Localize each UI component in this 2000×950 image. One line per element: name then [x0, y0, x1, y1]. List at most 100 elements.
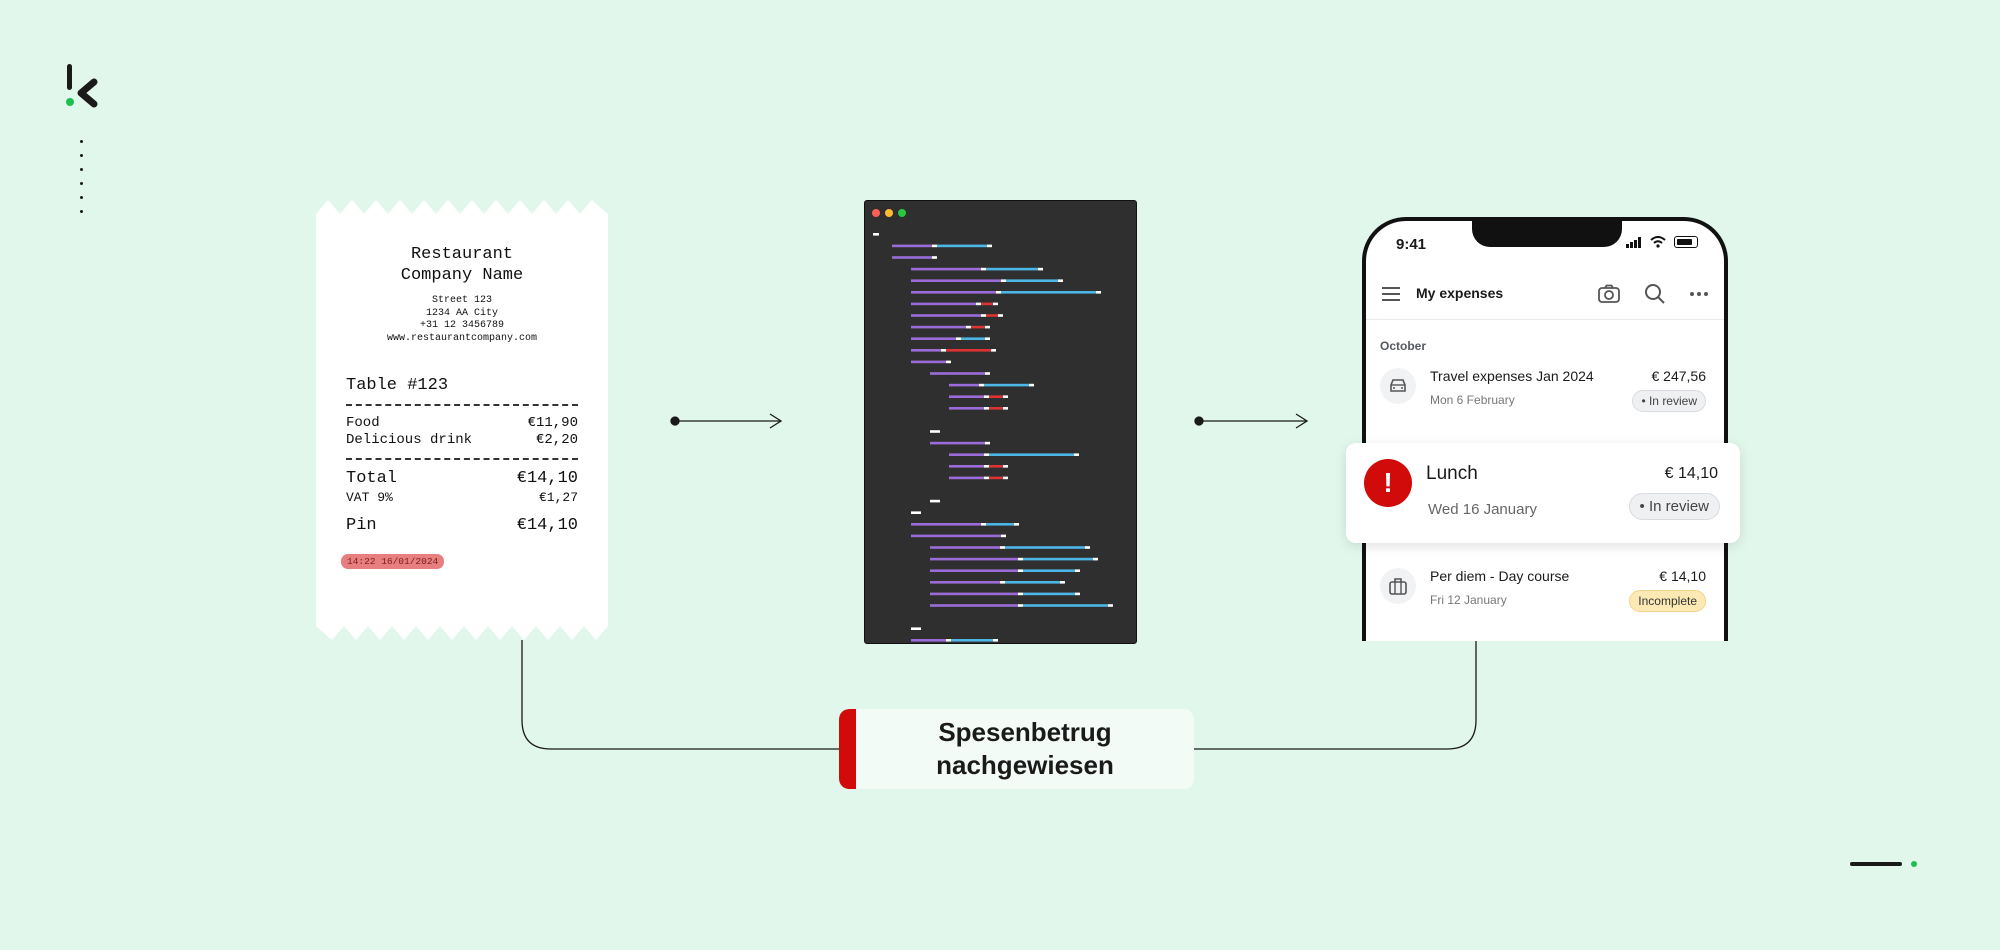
code-token	[993, 639, 998, 642]
code-lines	[873, 233, 1113, 642]
code-token	[1075, 569, 1080, 572]
code-line	[892, 256, 932, 259]
code-token	[1003, 407, 1008, 410]
code-line	[949, 453, 984, 456]
status-time: 9:41	[1396, 236, 1427, 253]
code-token	[932, 256, 937, 259]
code-token	[946, 639, 951, 642]
app-bar: My expenses	[1366, 269, 1724, 320]
code-token	[1018, 592, 1023, 596]
code-line	[911, 639, 946, 642]
code-token	[981, 267, 986, 271]
code-line	[930, 499, 940, 503]
code-token	[984, 476, 989, 480]
code-token	[1018, 569, 1023, 572]
code-line	[911, 360, 946, 364]
code-line	[949, 476, 984, 480]
code-token	[1018, 604, 1023, 607]
close-dot-icon	[872, 209, 880, 217]
code-line	[930, 546, 1000, 549]
car-icon	[1380, 368, 1416, 404]
arrow-code-to-app	[1194, 413, 1309, 429]
expense-date: Fri 12 January	[1430, 593, 1507, 607]
receipt-address: Street 123 1234 AA City +31 12 3456789 w…	[386, 295, 538, 344]
code-token	[1093, 557, 1098, 561]
expense-item-lunch-highlight[interactable]: ! Lunch Wed 16 January € 14,10 • In revi…	[1346, 443, 1740, 543]
code-line	[930, 569, 1018, 572]
code-token	[1096, 291, 1101, 294]
code-line	[911, 291, 996, 294]
camera-icon[interactable]	[1596, 281, 1622, 307]
receipt-table-number: Table #123	[346, 376, 449, 395]
code-token	[985, 337, 990, 340]
code-token	[1075, 592, 1080, 596]
code-token	[986, 523, 1014, 526]
receipt: Restaurant Company Name Street 123 1234 …	[316, 200, 608, 640]
code-line	[911, 279, 1001, 282]
code-line	[930, 441, 985, 445]
vertical-dots-decoration	[80, 140, 84, 224]
code-line	[911, 302, 976, 306]
code-token	[932, 244, 937, 248]
code-line	[949, 465, 984, 468]
code-window	[864, 200, 1137, 644]
code-token	[981, 523, 986, 526]
receipt-line-item: Delicious drink€2,20	[346, 432, 578, 448]
code-line	[949, 395, 984, 398]
code-token	[1058, 279, 1063, 282]
result-label: Spesenbetrug nachgewiesen	[839, 709, 1194, 789]
status-badge: Incomplete	[1629, 590, 1706, 612]
code-token	[984, 453, 989, 456]
status-badge: • In review	[1632, 390, 1706, 412]
code-line	[911, 511, 921, 514]
hamburger-menu-icon[interactable]	[1382, 287, 1400, 305]
label-accent-bar	[839, 709, 856, 789]
search-icon[interactable]	[1642, 281, 1668, 307]
expense-amount: € 247,56	[1651, 368, 1707, 384]
footer-decoration	[1850, 861, 1917, 867]
status-icons	[1626, 236, 1698, 248]
receipt-total: Total€14,10	[346, 469, 578, 488]
code-token	[1006, 279, 1058, 282]
code-token	[1003, 465, 1008, 468]
receipt-title: Restaurant Company Name	[400, 245, 524, 285]
code-token	[987, 244, 992, 248]
code-line	[930, 430, 940, 433]
code-token	[984, 407, 989, 410]
expense-amount: € 14,10	[1664, 465, 1718, 482]
code-line	[911, 523, 981, 526]
code-token	[1000, 581, 1005, 584]
code-token	[1000, 546, 1005, 549]
code-token	[989, 407, 1003, 410]
code-token	[1029, 383, 1034, 387]
code-token	[989, 476, 1003, 480]
minimize-dot-icon	[885, 209, 893, 217]
code-line	[930, 604, 1018, 607]
alert-icon: !	[1364, 459, 1412, 507]
label-line-1: Spesenbetrug	[938, 717, 1112, 747]
battery-icon	[1674, 236, 1698, 248]
code-token	[979, 383, 984, 387]
code-token	[1074, 453, 1079, 456]
expense-date: Wed 16 January	[1428, 501, 1537, 518]
code-token	[989, 465, 1003, 468]
receipt-vat: VAT 9%€1,27	[346, 490, 578, 505]
code-token	[956, 337, 961, 340]
more-options-icon[interactable]	[1686, 281, 1712, 307]
code-token	[991, 349, 996, 352]
code-token	[1023, 557, 1093, 561]
code-line	[930, 592, 1018, 596]
code-token	[946, 360, 951, 364]
signal-icon	[1626, 236, 1641, 248]
code-token	[989, 395, 1003, 398]
brand-logo	[66, 64, 98, 108]
briefcase-icon	[1380, 568, 1416, 604]
code-token	[1001, 279, 1006, 282]
code-line	[911, 627, 921, 630]
code-token	[971, 325, 985, 329]
wifi-icon	[1650, 236, 1666, 248]
code-line	[930, 372, 985, 375]
code-token	[1005, 546, 1085, 549]
code-line	[911, 267, 981, 271]
